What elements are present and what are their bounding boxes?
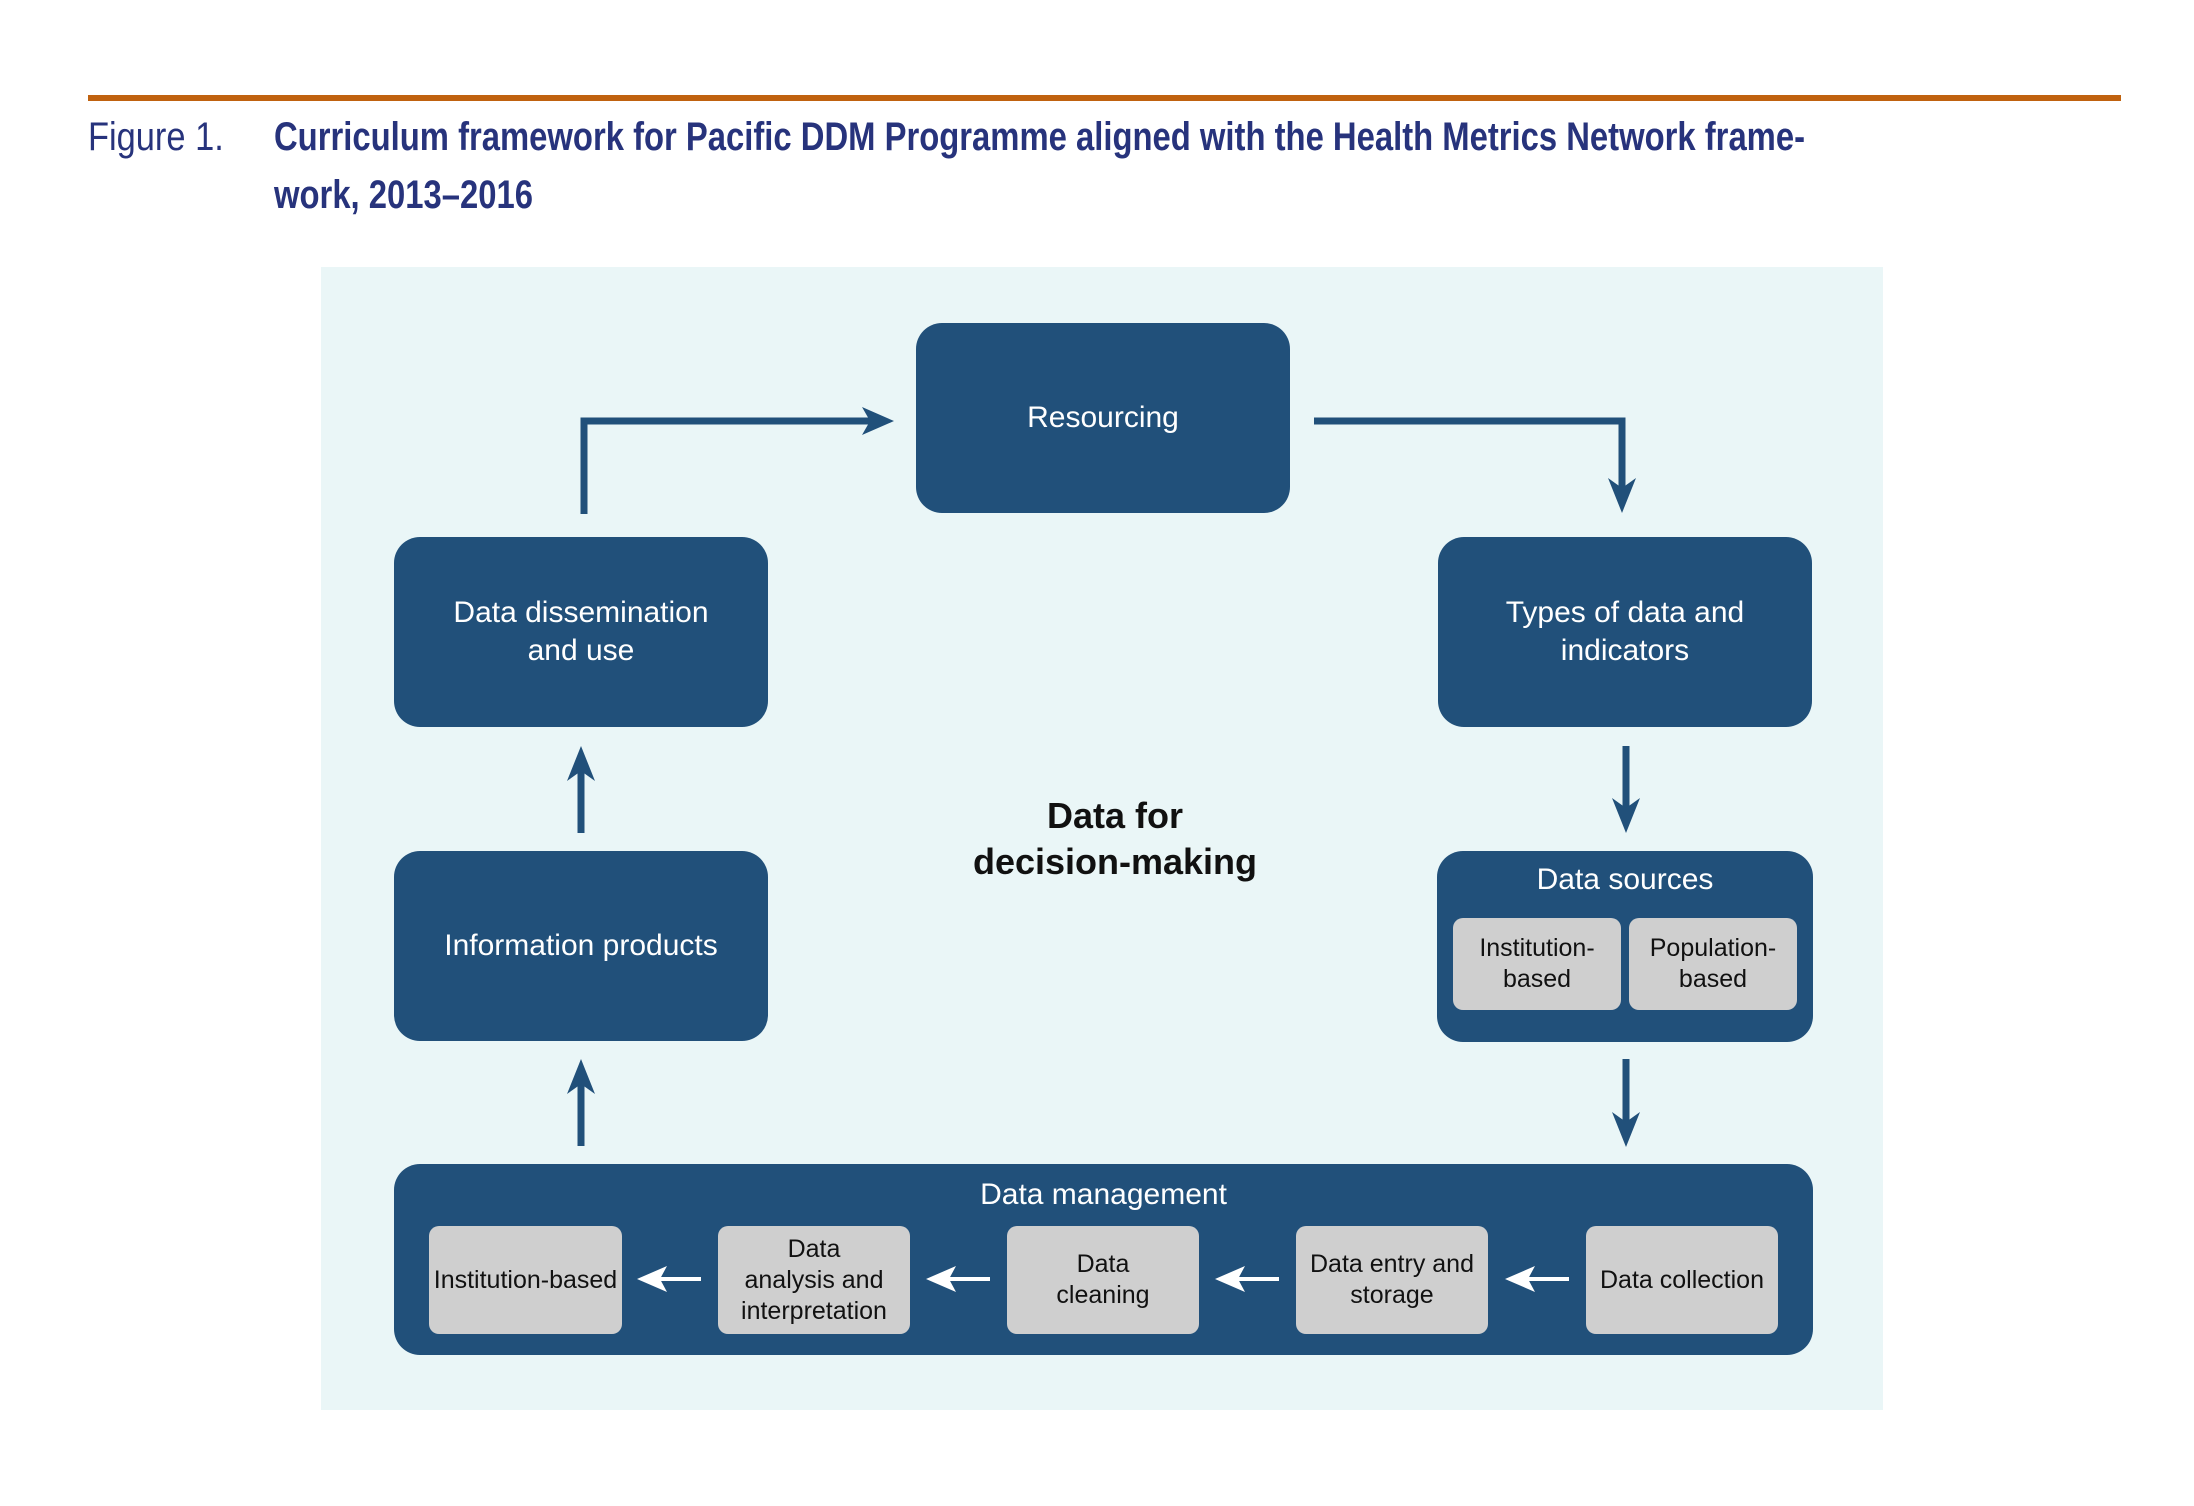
data-management-title: Data management [980, 1178, 1227, 1211]
center-title-line-2: decision-making [972, 841, 1258, 882]
dm-arrowhead-3 [1215, 1266, 1245, 1292]
dm-step-analysis-line-1: Data [787, 1234, 841, 1263]
dm-step-cleaning-line-2: cleaning [1056, 1281, 1150, 1309]
dm-arrowhead-1 [637, 1266, 667, 1292]
data-source-institution-based: Institution- based [1453, 918, 1621, 1010]
node-information-products: Information products [394, 851, 768, 1041]
dm-step-institution-based-label: Institution-based [433, 1265, 618, 1294]
node-dissemination-label-line-1: Data dissemination [453, 596, 709, 629]
dm-step-analysis-line-3: interpretation [741, 1296, 887, 1325]
caption-rule [88, 95, 2121, 101]
center-title-line-1: Data for [1046, 795, 1184, 836]
figure-title: Curriculum framework for Pacific DDM Pro… [274, 108, 2127, 224]
arrowhead-to-management [1612, 1112, 1640, 1147]
arrowhead-to-sources [1612, 798, 1640, 833]
data-source-population-based: Population- based [1629, 918, 1797, 1010]
arrowhead-to-products [567, 1059, 595, 1094]
arrowhead-to-types [1608, 478, 1636, 513]
arrowhead-to-dissemination [567, 746, 595, 781]
data-source-institution-line-1: Institution- [1479, 934, 1595, 962]
dm-arrowhead-4 [1505, 1266, 1535, 1292]
dm-step-entry-line-2: storage [1350, 1281, 1434, 1309]
dm-step-cleaning: Data cleaning [1007, 1226, 1199, 1334]
node-data-dissemination: Data dissemination and use [394, 537, 768, 727]
node-types-label-line-1: Types of data and [1505, 596, 1745, 629]
dm-step-analysis-line-2: analysis and [744, 1265, 884, 1294]
dm-step-cleaning-line-1: Data [1076, 1250, 1130, 1278]
dm-step-entry-storage: Data entry and storage [1296, 1226, 1488, 1334]
data-source-population-line-1: Population- [1649, 934, 1777, 962]
data-source-institution-line-2: based [1502, 965, 1572, 993]
data-sources-title: Data sources [1536, 863, 1714, 896]
node-types-label-line-2: indicators [1560, 634, 1690, 667]
node-information-products-label: Information products [444, 929, 718, 962]
dm-step-institution-based: Institution-based [429, 1226, 622, 1334]
arrow-resourcing-to-types [1314, 417, 1626, 488]
figure-title-line-2: work, 2013–2016 [274, 173, 533, 217]
node-dissemination-label-line-2: and use [527, 634, 635, 667]
figure-label: Figure 1. [88, 115, 224, 159]
dm-step-analysis: Data analysis and interpretation [718, 1226, 910, 1334]
node-types-of-data: Types of data and indicators [1438, 537, 1812, 727]
dm-arrowhead-2 [926, 1266, 956, 1292]
arrowhead-to-resourcing [862, 407, 894, 435]
node-resourcing-label: Resourcing [1027, 401, 1179, 434]
dm-step-collection: Data collection [1586, 1226, 1778, 1334]
center-title: Data for decision-making [940, 793, 1290, 885]
figure-title-line-1: Curriculum framework for Pacific DDM Pro… [274, 115, 1806, 159]
arrow-dissemination-to-resourcing [580, 417, 870, 514]
node-resourcing: Resourcing [916, 323, 1290, 513]
dm-step-collection-label: Data collection [1600, 1265, 1764, 1294]
data-source-population-line-2: based [1678, 965, 1748, 993]
dm-step-entry-line-1: Data entry and [1310, 1250, 1474, 1278]
